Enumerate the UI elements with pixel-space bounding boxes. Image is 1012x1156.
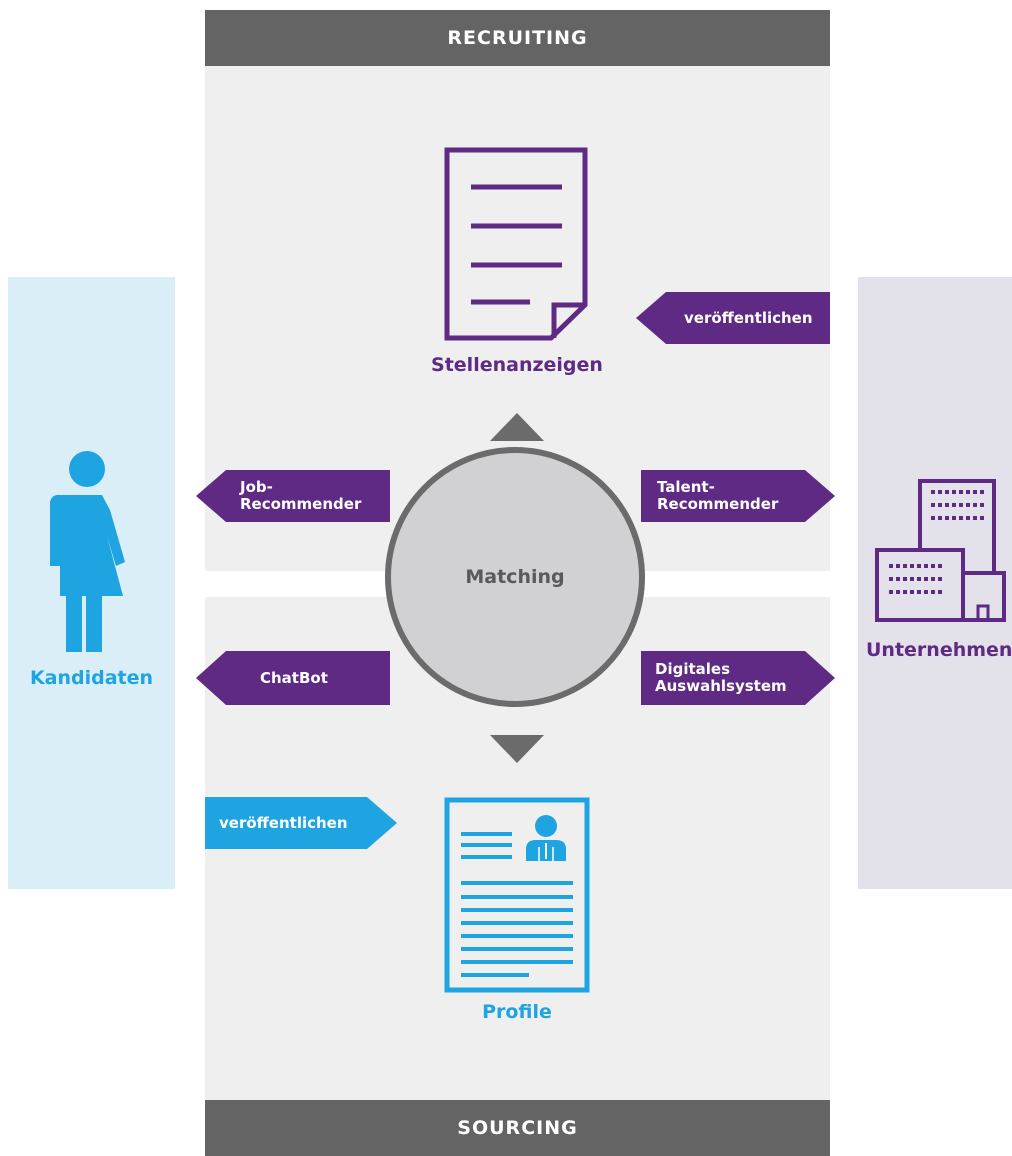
recruiting-header: RECRUITING (205, 10, 830, 66)
digital-selection-arrow: Digitales Auswahlsystem (641, 651, 835, 705)
arrow-up-icon (490, 413, 544, 441)
companies-label: Unternehmen (866, 639, 1012, 661)
arrow-down-icon (490, 735, 544, 763)
talent-recommender-arrow: Talent- Recommender (641, 470, 835, 522)
resume-icon (444, 797, 590, 993)
person-icon (46, 450, 132, 656)
publish-job-ads-arrow: veröffentlichen (636, 292, 830, 344)
profiles-label: Profile (482, 1001, 552, 1023)
matching-label: Matching (465, 566, 565, 588)
chatbot-arrow: ChatBot (196, 651, 390, 705)
publish-profiles-arrow: veröffentlichen (205, 797, 397, 849)
job-ads-label: Stellenanzeigen (431, 354, 603, 376)
matching-circle: Matching (385, 447, 645, 707)
building-icon (874, 478, 1006, 628)
document-icon (444, 147, 590, 341)
job-recommender-label: Job- Recommender (240, 478, 362, 513)
talent-recommender-label: Talent- Recommender (657, 478, 779, 513)
publish-profiles-label: veröffentlichen (219, 813, 348, 832)
sourcing-footer: SOURCING (205, 1100, 830, 1156)
job-recommender-arrow: Job- Recommender (196, 470, 390, 522)
candidates-label: Kandidaten (29, 667, 154, 689)
digital-selection-label: Digitales Auswahlsystem (655, 660, 787, 695)
publish-job-ads-label: veröffentlichen (684, 308, 813, 327)
chatbot-label: ChatBot (260, 668, 328, 687)
companies-panel (858, 277, 1012, 889)
